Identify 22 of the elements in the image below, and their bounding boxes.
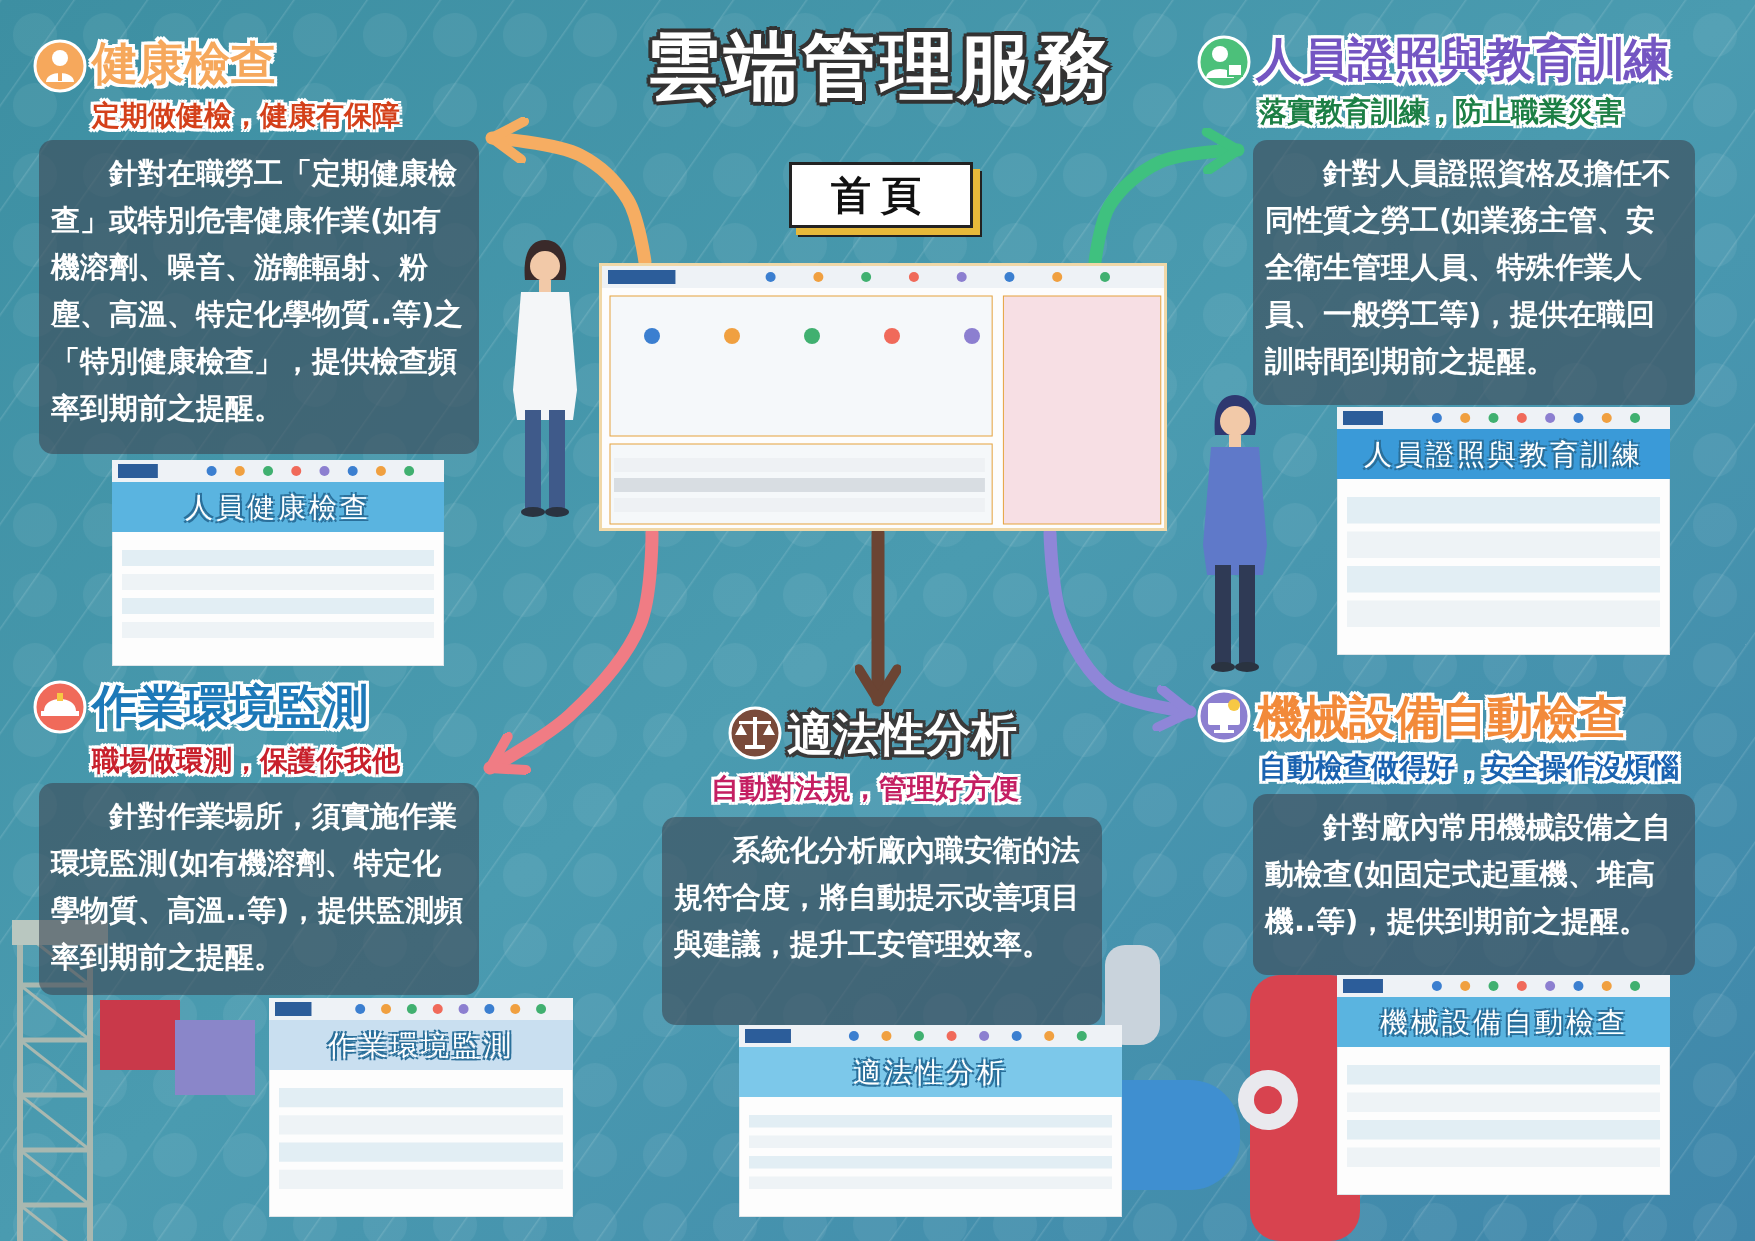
screenshot-banner-title: 作業環境監測 [327, 1028, 515, 1064]
description-panel: 針對作業場所，須實施作業環境監測(如有機溶劑、特定化學物質、高溫..等)，提供監測頻率到期前之提醒。 [39, 783, 479, 995]
description-panel: 針對廠內常用機械設備之自動檢查(如固定式起重機、堆高機..等)，提供到期前之提醒。 [1253, 794, 1695, 975]
screenshot-banner-title: 適法性分析 [852, 1055, 1009, 1091]
section-slogan: 自動檢查做得好，安全操作沒煩惱 [1259, 750, 1679, 786]
description-panel: 針對人員證照資格及擔任不同性質之勞工(如業務主管、安全衛生管理人員、特殊作業人員、一般勞工等)，提供在職回訓時間到期前之提醒。 [1253, 140, 1695, 405]
poster-title: 雲端管理服務 [645, 22, 1115, 111]
section-heading: 人員證照與教育訓練 [1256, 31, 1670, 88]
section-heading: 適法性分析 [787, 706, 1017, 763]
section-slogan: 職場做環測，保護你我他 [92, 743, 400, 779]
section-heading: 機械設備自動檢查 [1257, 689, 1625, 746]
section-slogan: 落實教育訓練，防止職業災害 [1259, 94, 1623, 130]
section-heading: 作業環境監測 [92, 678, 368, 735]
screenshot-banner-title: 人員健康檢查 [184, 490, 372, 526]
section-slogan: 定期做健檢，健康有保障 [92, 98, 400, 134]
description-panel: 系統化分析廠內職安衛的法規符合度，將自動提示改善項目與建議，提升工安管理效率。 [662, 817, 1102, 1025]
section-slogan: 自動對法規，管理好方便 [711, 771, 1019, 807]
description-panel: 針對在職勞工「定期健康檢查」或特別危害健康作業(如有機溶劑、噪音、游離輻射、粉塵、高溫、特定化學物質..等)之「特別健康檢查」，提供檢查頻率到期前之提醒。 [39, 140, 479, 454]
dashboard-screenshot-placeholder [599, 263, 1167, 531]
section-heading: 健康檢查 [92, 35, 276, 92]
screenshot-banner-title: 人員證照與教育訓練 [1363, 437, 1644, 473]
screenshot-banner-title: 機械設備自動檢查 [1378, 1005, 1629, 1041]
